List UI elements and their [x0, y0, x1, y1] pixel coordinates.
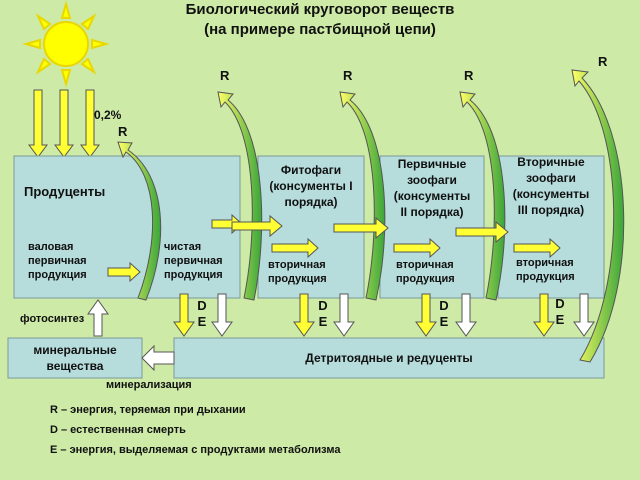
- diagram-title: Биологический круговорот веществ (на при…: [0, 0, 640, 40]
- photosynthesis-label: фотосинтез: [20, 313, 85, 325]
- sun-icon: [22, 0, 110, 88]
- decomposers-label: Детритоядные и редуценты: [305, 351, 473, 365]
- title-line1: Биологический круговорот веществ: [185, 1, 455, 18]
- decomposers-box: [173, 337, 605, 379]
- sunlight-arrow: [80, 89, 100, 158]
- respiration-arrow: [217, 91, 263, 301]
- metabolism-arrow: [211, 293, 233, 337]
- flow-arrow: [333, 216, 389, 240]
- gross-arrow: [107, 261, 141, 283]
- respiration-arrow: [571, 69, 625, 363]
- consumer1-label: Фитофаги (консументы I порядка): [269, 163, 353, 209]
- consumer1-production: вторичная продукция: [268, 259, 327, 285]
- consumer-inner-arrow: [513, 237, 561, 259]
- minerals-label: минеральные вещества: [33, 343, 117, 373]
- death-arrow: [293, 293, 315, 337]
- de-label: D E: [555, 296, 565, 327]
- r-label: R: [464, 68, 474, 83]
- respiration-arrow: [117, 141, 162, 301]
- consumer-inner-arrow: [271, 237, 319, 259]
- de-label: D E: [197, 298, 207, 329]
- sunlight-arrow: [28, 89, 48, 158]
- flow-arrow: [231, 214, 283, 238]
- death-arrow: [173, 293, 195, 337]
- photosynthesis-arrow: [87, 299, 109, 337]
- mineralization-label: минерализация: [106, 379, 192, 391]
- flow-arrow: [455, 220, 509, 244]
- metabolism-arrow: [455, 293, 477, 337]
- percent-label: 0,2%: [94, 108, 122, 122]
- consumer2-production: вторичная продукция: [396, 259, 455, 285]
- consumer-inner-arrow: [393, 237, 441, 259]
- metabolism-arrow: [573, 293, 595, 337]
- de-label: D E: [439, 298, 449, 329]
- consumer3-box: [497, 155, 605, 299]
- net-production-label: чистая первичная продукция: [164, 241, 223, 281]
- gross-production-label: валовая первичная продукция: [28, 241, 87, 281]
- sunlight-arrow: [54, 89, 74, 158]
- consumer2-label: Первичные зоофаги (консументы II порядка…: [393, 157, 471, 219]
- title-line2: (на примере пастбищной цепи): [204, 21, 436, 38]
- consumer3-label: Вторичные зоофаги (консументы III порядк…: [512, 155, 590, 217]
- r-label: R: [118, 124, 128, 139]
- de-label: D E: [318, 298, 328, 329]
- legend-d: D – естественная смерть: [50, 424, 186, 436]
- mineralization-arrow: [141, 344, 175, 372]
- legend-e: E – энергия, выделяемая с продуктами мет…: [50, 444, 341, 456]
- r-label: R: [343, 68, 353, 83]
- death-arrow: [415, 293, 437, 337]
- death-arrow: [533, 293, 555, 337]
- metabolism-arrow: [333, 293, 355, 337]
- producers-label: Продуценты: [24, 184, 106, 199]
- consumer3-production: вторичная продукция: [516, 257, 575, 283]
- legend-r: R – энергия, теряемая при дыхании: [50, 404, 246, 416]
- r-label: R: [598, 54, 608, 69]
- minerals-box: [7, 337, 143, 379]
- r-label: R: [220, 68, 230, 83]
